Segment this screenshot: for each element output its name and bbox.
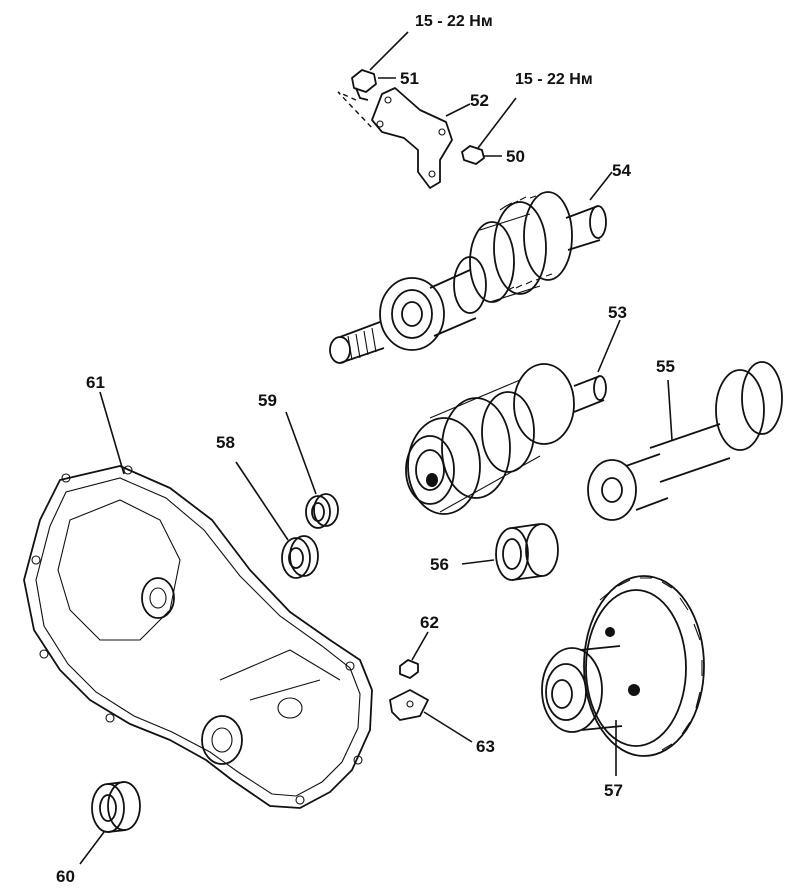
label-54: 54 [612, 161, 631, 180]
input-shaft-54 [329, 191, 607, 364]
bracket-52 [371, 87, 453, 189]
label-52: 52 [470, 91, 489, 110]
bolt-50 [461, 97, 517, 165]
output-shaft-55 [587, 361, 783, 521]
seal-60 [91, 781, 141, 833]
label-60: 60 [56, 867, 75, 886]
bolt-axis-dash [337, 91, 375, 131]
leader-56 [461, 559, 495, 565]
leader-53 [597, 319, 621, 373]
gear-cluster-53 [405, 363, 607, 515]
label-50: 50 [506, 147, 525, 166]
label-51: 51 [400, 69, 419, 88]
transmission-housing-61 [23, 465, 373, 809]
label-55: 55 [656, 357, 675, 376]
label-59: 59 [258, 391, 277, 410]
torque-spec-51: 15 - 22 Нм [415, 13, 493, 30]
torque-spec-50: 15 - 22 Нм [515, 71, 593, 88]
leader-54 [589, 171, 613, 201]
leader-52 [445, 103, 471, 117]
clip-63 [389, 689, 429, 721]
bearing-race-56 [495, 523, 559, 581]
label-53: 53 [608, 303, 627, 322]
leader-58 [235, 461, 289, 541]
leader-55 [667, 379, 673, 441]
label-61: 61 [86, 373, 105, 392]
bolt-51 [351, 31, 409, 101]
label-62: 62 [420, 613, 439, 632]
nut-62 [399, 659, 419, 679]
label-58: 58 [216, 433, 235, 452]
label-63: 63 [476, 737, 495, 756]
bearing-58 [281, 535, 319, 579]
differential-57 [541, 575, 705, 757]
leader-59 [285, 411, 317, 495]
leader-61 [99, 391, 125, 475]
label-56: 56 [430, 555, 449, 574]
leader-62 [411, 631, 429, 661]
leader-63 [423, 711, 473, 743]
seal-59 [305, 493, 339, 529]
label-57: 57 [604, 781, 623, 800]
leader-60 [79, 831, 105, 865]
